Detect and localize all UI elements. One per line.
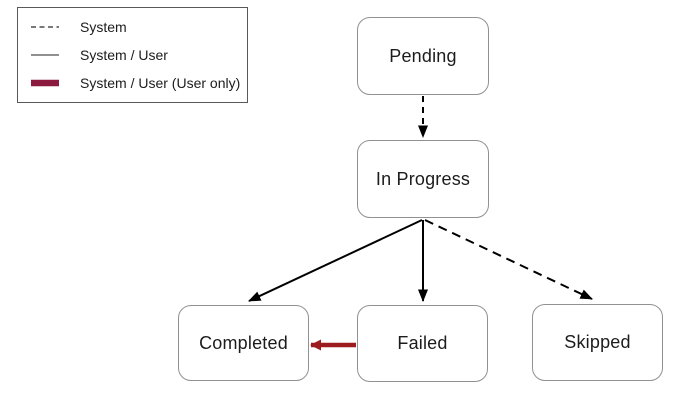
node-in-progress: In Progress: [357, 140, 489, 218]
dashed-line-icon: [31, 26, 59, 28]
legend-item-user-only: System / User (User only): [30, 74, 247, 92]
node-skipped: Skipped: [532, 304, 663, 381]
edge-inprogress-to-completed: [248, 219, 423, 302]
edge-inprogress-to-skipped: [424, 219, 593, 300]
legend-label-user-only: System / User (User only): [80, 75, 241, 91]
legend-label-system: System: [80, 19, 127, 35]
solid-line-icon: [31, 54, 59, 56]
thick-line-icon: [31, 79, 59, 87]
legend: System System / User System / User (User…: [17, 7, 248, 103]
legend-item-system: System: [30, 18, 247, 36]
node-failed: Failed: [357, 305, 488, 382]
legend-label-system-user: System / User: [80, 47, 168, 63]
legend-item-system-user: System / User: [30, 46, 247, 64]
node-completed: Completed: [178, 305, 309, 381]
node-pending: Pending: [357, 17, 489, 95]
